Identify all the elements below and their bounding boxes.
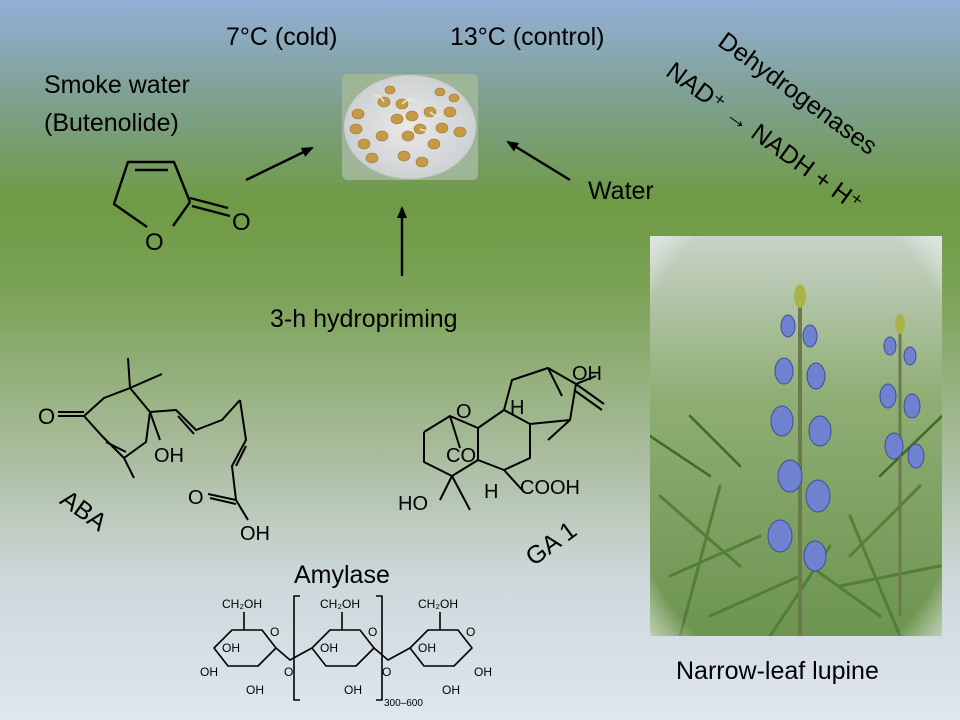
aba-structure: O OH O OH (38, 357, 270, 545)
ga1-structure: O CO H H OH COOH HO (398, 363, 605, 515)
arrow-smoke-to-seeds (245, 146, 314, 182)
ga1-lactone-oxygen: O (456, 401, 472, 423)
amylase-oh-3b: OH (442, 683, 460, 697)
amylase-label: Amylase (294, 561, 390, 589)
amylase-ch2oh-2: CH₂OH (320, 597, 360, 611)
cold-label: 7°C (cold) (226, 23, 338, 51)
control-label: 13°C (control) (450, 23, 605, 51)
aba-carboxyl-oxygen: O (188, 487, 204, 509)
ga1-carboxyl: COOH (520, 477, 580, 499)
ga1-hydrogen-bottom: H (484, 481, 498, 503)
amylase-oh-3c: OH (474, 665, 492, 679)
amylase-oh-2b: OH (344, 683, 362, 697)
amylase-link-oxygen-2: O (382, 665, 391, 679)
ga1-ho: HO (398, 493, 428, 515)
amylase-oh-1b: OH (200, 665, 218, 679)
aba-carboxyl-hydroxyl: OH (240, 523, 270, 545)
ga1-hydrogen-top: H (510, 397, 524, 419)
amylase-oh-1c: OH (246, 683, 264, 697)
amylase-oh-1a: OH (222, 641, 240, 655)
butenolide-label: (Butenolide) (44, 109, 179, 137)
lupine-caption: Narrow-leaf lupine (676, 657, 879, 685)
amylase-ch2oh-3: CH₂OH (418, 597, 458, 611)
butenolide-carbonyl-oxygen: O (232, 209, 251, 236)
amylase-repeat-count: 300–600 (384, 698, 423, 709)
water-label: Water (588, 177, 654, 205)
aba-hydroxyl: OH (154, 445, 184, 467)
amylase-ch2oh-1: CH₂OH (222, 597, 262, 611)
lupine-photo (650, 236, 942, 636)
smoke-water-label: Smoke water (44, 71, 190, 99)
amylase-oh-3a: OH (418, 641, 436, 655)
amylase-link-oxygen-1: O (284, 665, 293, 679)
ga1-co-label: CO (446, 445, 476, 467)
butenolide-ring-oxygen: O (145, 229, 164, 256)
seeds-petri-dish-photo (342, 74, 478, 180)
hydropriming-label: 3-h hydropriming (270, 305, 458, 333)
amylase-ring-oxygen-3: O (466, 625, 475, 639)
amylase-oh-2a: OH (320, 641, 338, 655)
butenolide-structure: O O (112, 160, 251, 256)
amylase-ring-oxygen-1: O (270, 625, 279, 639)
ga1-hydroxyl: OH (572, 363, 602, 385)
aba-ketone-oxygen: O (38, 404, 55, 429)
arrow-water-to-seeds (506, 140, 571, 182)
amylase-ring-oxygen-2: O (368, 625, 377, 639)
amylase-structure: CH₂OH CH₂OH CH₂OH O O O O O OH OH OH OH … (200, 595, 492, 709)
